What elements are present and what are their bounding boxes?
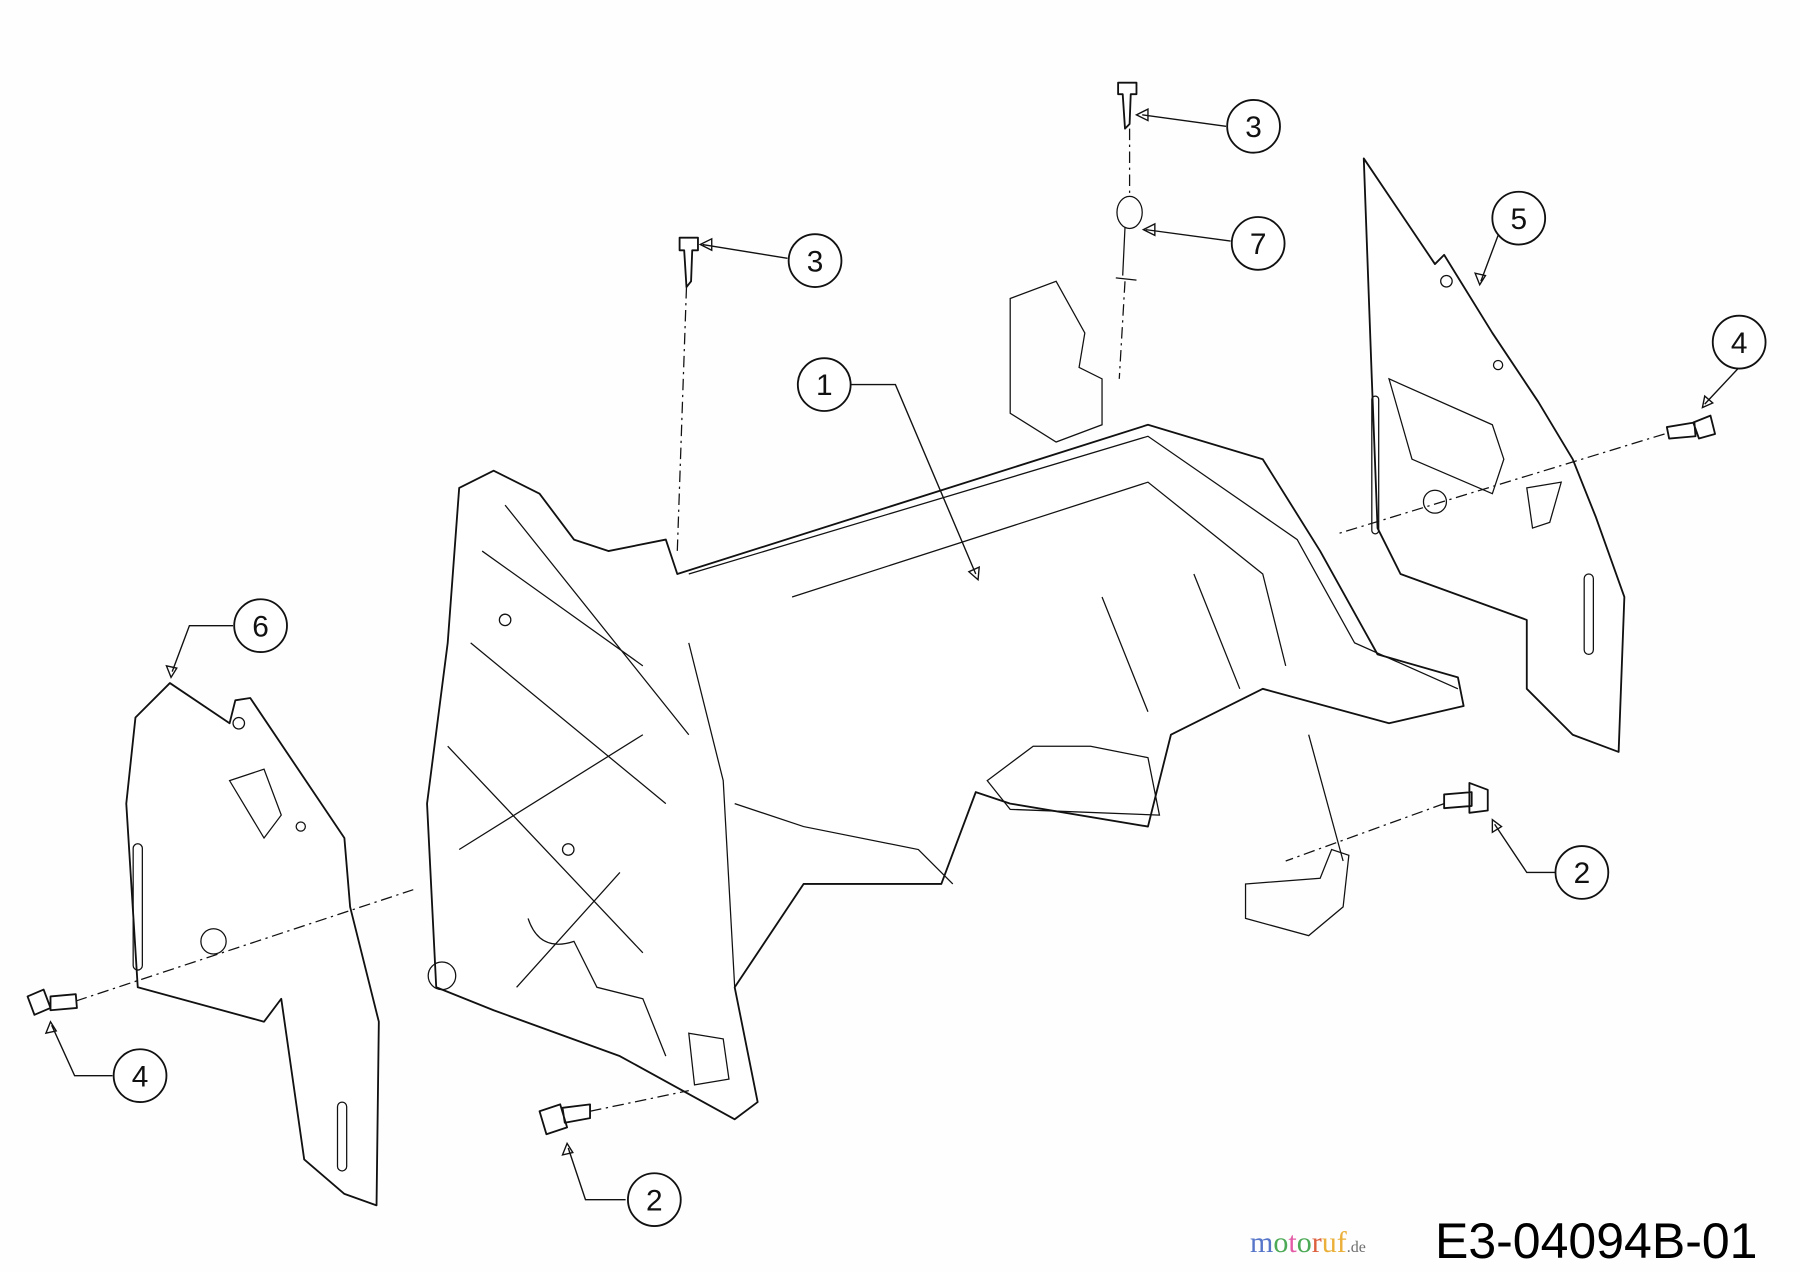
assembly-centerlines [75, 128, 1665, 1112]
top-screw-left-shape [678, 236, 699, 288]
watermark-letter: d [1350, 1239, 1359, 1256]
callout-1: 1 [796, 357, 852, 412]
callout-7: 7 [1230, 216, 1286, 271]
drawing-code: E3-04094B-01 [1435, 1213, 1758, 1269]
svg-text:2: 2 [1574, 857, 1591, 890]
callout-3: 3 [787, 233, 843, 288]
callout-2: 2 [627, 1172, 682, 1227]
watermark-letter: m [1250, 1226, 1274, 1259]
callout-2: 2 [1554, 845, 1610, 900]
svg-text:1: 1 [816, 369, 833, 402]
svg-text:7: 7 [1250, 228, 1267, 261]
leader-lines [44, 107, 1740, 1201]
watermark-letter: e [1358, 1239, 1366, 1256]
watermark-letter: o [1296, 1226, 1312, 1259]
callout-bubbles: 1 2 2 3 3 4 4 5 6 7 [112, 98, 1767, 1227]
bolt-left-shape [26, 988, 78, 1016]
deflector-housing-part [426, 280, 1465, 1121]
watermark-letter: t [1288, 1226, 1297, 1259]
callout-4: 4 [1711, 314, 1767, 370]
screw-right-shape [1443, 782, 1489, 814]
watermark-letter: u [1321, 1226, 1337, 1259]
bolt-right-shape [1665, 414, 1716, 440]
screw-bottom-shape [538, 1103, 591, 1136]
callout-6: 6 [233, 598, 288, 653]
svg-text:4: 4 [1731, 327, 1748, 360]
svg-text:5: 5 [1510, 203, 1527, 236]
callout-4: 4 [112, 1048, 168, 1103]
watermark-letter: r [1311, 1226, 1322, 1259]
svg-text:6: 6 [252, 610, 269, 643]
callout-3: 3 [1226, 98, 1281, 154]
watermark-logo: motoruf.de [1250, 1226, 1366, 1260]
watermark-letter: f [1336, 1226, 1347, 1259]
callout-5: 5 [1491, 190, 1547, 246]
svg-text:3: 3 [1245, 111, 1262, 144]
top-screw-right-shape [1117, 81, 1138, 130]
watermark-letter: . [1346, 1239, 1351, 1256]
side-plate-left-part [125, 682, 380, 1207]
svg-text:2: 2 [646, 1184, 663, 1217]
clip-pin-shape [1116, 195, 1143, 230]
svg-text:3: 3 [807, 245, 824, 278]
watermark-letter: o [1273, 1226, 1289, 1259]
svg-text:4: 4 [132, 1060, 149, 1093]
side-plate-right-part [1362, 157, 1626, 753]
